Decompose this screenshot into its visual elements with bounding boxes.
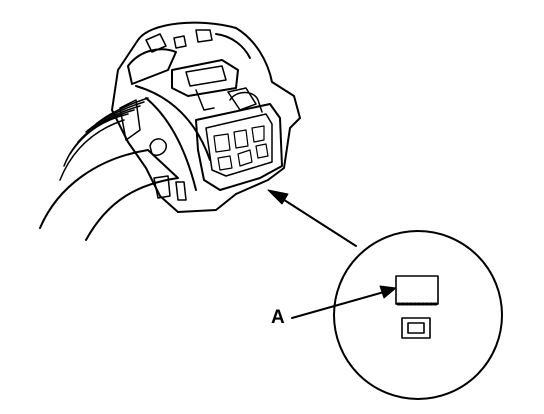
detail-leader-arrow — [267, 189, 357, 247]
callout-a-leader — [291, 285, 397, 319]
connector-housing — [111, 21, 301, 213]
detail-magnifier-circle — [333, 230, 503, 400]
wire-harness — [39, 97, 179, 241]
label-a-rectangle — [395, 275, 439, 305]
square-mark-icon — [401, 317, 431, 339]
callout-a-label: A — [271, 307, 285, 328]
